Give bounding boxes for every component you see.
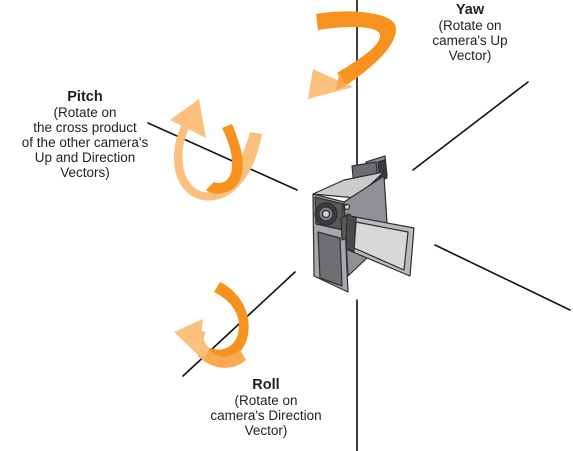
yaw-title: Yaw bbox=[455, 2, 485, 18]
up-right-axis-line bbox=[412, 81, 529, 171]
roll-desc-line-3: Vector) bbox=[244, 423, 288, 438]
pitch-desc-line-3: of the other camera's bbox=[21, 135, 149, 150]
pitch-desc-line-1: (Rotate on bbox=[53, 105, 117, 120]
pitch-title: Pitch bbox=[67, 89, 103, 105]
pitch-axis-line bbox=[147, 122, 298, 191]
pitch-desc-line-4: Up and Direction bbox=[34, 150, 136, 165]
yaw-desc-line-1: (Rotate on bbox=[438, 18, 502, 33]
roll-arrow-icon bbox=[174, 282, 249, 368]
roll-label: Roll (Rotate on camera's Direction Vecto… bbox=[196, 377, 336, 438]
roll-desc-line-2: camera's Direction bbox=[210, 408, 322, 423]
direction-axis-line bbox=[434, 244, 571, 311]
pitch-desc-line-5: Vectors) bbox=[60, 165, 110, 180]
yaw-desc-line-2: camera's Up bbox=[432, 33, 508, 48]
pitch-desc-line-2: the cross product bbox=[33, 120, 137, 135]
camcorder-icon bbox=[312, 155, 415, 293]
roll-title: Roll bbox=[252, 377, 280, 393]
yaw-desc-line-3: Vector) bbox=[448, 48, 492, 63]
roll-desc-line-1: (Rotate on bbox=[234, 393, 298, 408]
yaw-label: Yaw (Rotate on camera's Up Vector) bbox=[400, 2, 540, 63]
pitch-label: Pitch (Rotate on the cross product of th… bbox=[10, 89, 160, 180]
pitch-arrow-icon bbox=[170, 99, 262, 201]
yaw-arrow-icon bbox=[308, 11, 397, 99]
